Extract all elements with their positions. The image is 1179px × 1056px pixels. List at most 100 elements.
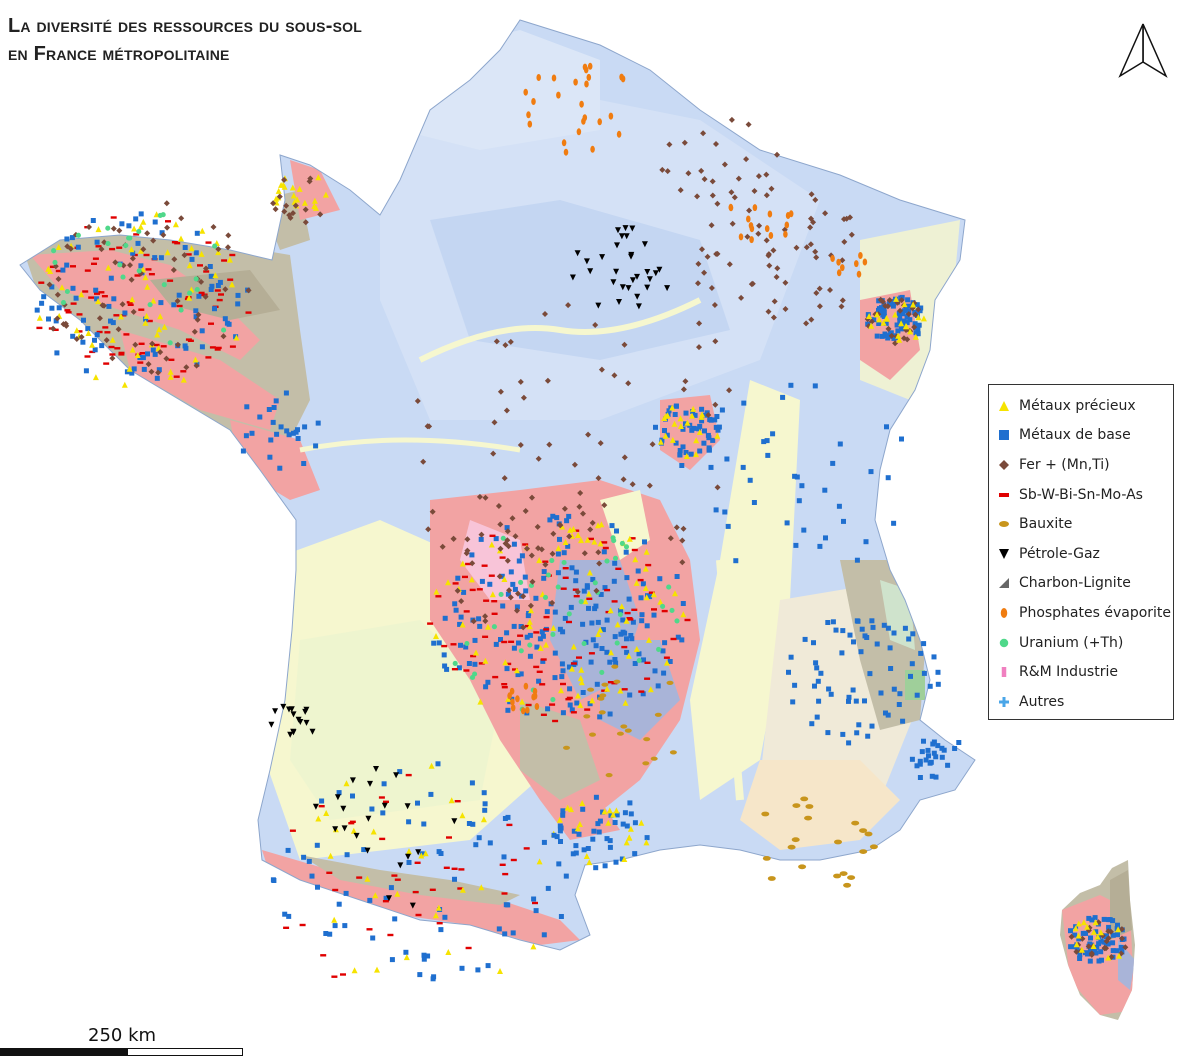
circle-deposit-marker [193, 276, 199, 282]
square-deposit-marker [563, 873, 569, 879]
circle-deposit-marker [527, 642, 533, 648]
circle-deposit-marker [566, 611, 572, 617]
circle-deposit-marker [221, 327, 227, 333]
diamond-deposit-marker [738, 294, 745, 301]
ellipse-h-deposit-marker [616, 731, 624, 736]
diamond-deposit-marker [649, 441, 656, 448]
square-deposit-marker [600, 809, 606, 815]
triangle-up-deposit-marker [459, 621, 466, 628]
square-deposit-marker [516, 640, 521, 646]
diamond-deposit-marker [679, 537, 686, 544]
diamond-deposit-marker [512, 533, 519, 540]
square-deposit-marker [689, 427, 695, 433]
square-deposit-marker [891, 686, 897, 692]
diamond-deposit-marker [713, 251, 720, 257]
square-deposit-marker [879, 333, 885, 339]
triangle-up-deposit-marker [327, 852, 334, 859]
square-deposit-marker [801, 527, 807, 533]
square-deposit-marker [740, 464, 746, 470]
square-deposit-marker [457, 621, 463, 627]
square-deposit-marker [914, 763, 920, 769]
triangle-up-deposit-marker [1075, 920, 1082, 927]
triangle-up-deposit-marker [92, 374, 99, 381]
bar-deposit-marker [637, 578, 644, 582]
square-deposit-marker [560, 710, 566, 716]
triangle-down-deposit-marker [405, 853, 411, 860]
square-deposit-marker [119, 221, 125, 227]
triangle-up-deposit-marker [459, 886, 466, 893]
ellipse-v-deposit-marker [856, 270, 862, 278]
square-deposit-marker [106, 303, 112, 309]
triangle-up-deposit-marker [696, 429, 703, 435]
bar-deposit-marker [331, 975, 338, 978]
square-deposit-marker [49, 305, 55, 311]
diamond-deposit-marker [283, 202, 290, 209]
square-deposit-marker [313, 443, 319, 449]
square-deposit-marker [714, 414, 720, 419]
square-deposit-marker [604, 649, 610, 655]
square-deposit-marker [846, 740, 852, 746]
square-deposit-marker [885, 475, 891, 481]
bar-deposit-marker [576, 656, 582, 659]
ellipse-h-deposit-marker [601, 682, 609, 687]
bar-deposit-marker [602, 546, 609, 550]
square-deposit-marker [518, 671, 524, 677]
triangle-down-deposit-marker [332, 826, 339, 833]
ellipse-v-deposit-marker [523, 682, 529, 690]
bar-deposit-marker [76, 330, 83, 333]
triangle-up-deposit-marker [597, 626, 604, 633]
bar-deposit-marker [173, 375, 180, 378]
square-deposit-marker [896, 310, 902, 316]
square-deposit-marker [865, 733, 871, 739]
square-deposit-marker [667, 659, 673, 664]
bar-deposit-marker [536, 670, 543, 673]
diamond-deposit-marker [493, 338, 500, 345]
square-deposit-marker [900, 311, 905, 317]
diamond-deposit-marker [144, 230, 151, 237]
square-deposit-marker [302, 424, 308, 430]
bar-deposit-marker [452, 582, 459, 585]
triangle-up-deposit-marker [663, 659, 670, 666]
diamond-deposit-marker [813, 254, 820, 261]
square-deposit-marker [659, 437, 665, 443]
bar-deposit-marker [165, 220, 171, 223]
triangle-up-deposit-marker [480, 816, 487, 823]
square-deposit-marker [295, 436, 301, 441]
diamond-deposit-marker [701, 176, 708, 183]
diamond-deposit-marker [109, 355, 116, 362]
triangle-down-deposit-marker [652, 270, 659, 277]
title-line-1: La diversité des ressources du sous-sol [8, 15, 362, 37]
square-deposit-marker [780, 394, 786, 400]
diamond-deposit-marker [728, 189, 735, 196]
triangle-up-deposit-marker [370, 828, 377, 835]
square-deposit-marker [641, 657, 646, 663]
square-deposit-marker [525, 613, 531, 619]
triangle-up-deposit-marker [89, 341, 96, 348]
square-deposit-marker [662, 428, 667, 433]
diamond-deposit-marker [595, 475, 602, 482]
triangle-up-deposit-marker [289, 184, 296, 191]
diamond-deposit-marker [202, 293, 209, 300]
square-deposit-marker [511, 623, 517, 629]
bar-deposit-marker [661, 609, 668, 613]
circle-symbol-icon [989, 636, 1019, 650]
diamond-deposit-marker [529, 578, 536, 585]
triangle-down-deposit-marker [302, 708, 309, 715]
triangle-up-deposit-marker [45, 265, 52, 272]
ellipse-v-deposit-marker [586, 73, 592, 81]
bar-deposit-marker [491, 600, 498, 603]
bar-deposit-marker [95, 245, 102, 248]
square-deposit-marker [836, 503, 842, 509]
bar-deposit-marker [601, 541, 608, 544]
square-deposit-marker [240, 448, 246, 454]
triangle-up-deposit-marker [1092, 919, 1099, 926]
square-deposit-marker [566, 513, 572, 519]
diamond-deposit-marker [770, 247, 777, 254]
diamond-deposit-marker [54, 315, 61, 322]
square-deposit-marker [722, 509, 728, 515]
triangle-up-deposit-marker [558, 687, 564, 694]
bar-deposit-marker [102, 326, 109, 329]
diamond-deposit-marker [770, 314, 777, 321]
triangle-up-deposit-marker [519, 698, 526, 705]
diamond-deposit-marker [130, 308, 137, 315]
